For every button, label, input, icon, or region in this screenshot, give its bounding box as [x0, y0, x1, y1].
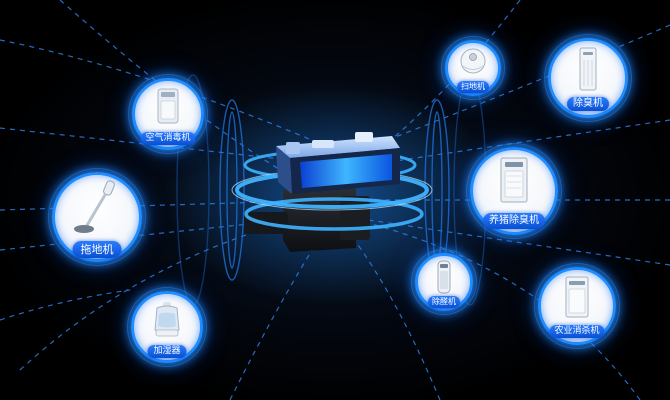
pig-farm-deodorizer-icon	[500, 157, 528, 203]
node-ring	[127, 287, 207, 367]
node-ring	[544, 34, 632, 122]
node-ring	[48, 168, 146, 266]
device-air-purifier[interactable]: 空气消毒机	[128, 74, 208, 154]
tower-deodorizer-icon	[579, 47, 597, 91]
device-robot-vacuum[interactable]: 扫地机	[441, 36, 505, 100]
bipolar-ionizer-module-icon	[231, 132, 433, 252]
device-stick-vacuum[interactable]: 拖地机	[48, 168, 146, 266]
device-formaldehyde-remover[interactable]: 除醛机	[411, 249, 477, 315]
node-ring	[534, 263, 620, 349]
node-ring	[441, 36, 505, 100]
device-pig-farm-deodorizer[interactable]: 养猪除臭机	[466, 143, 562, 239]
node-ring	[466, 143, 562, 239]
device-label: 养猪除臭机	[483, 213, 545, 229]
robot-vacuum-icon	[460, 48, 486, 74]
device-agricultural-sterilizer[interactable]: 农业消杀机	[534, 263, 620, 349]
device-label: 农业消杀机	[549, 325, 605, 338]
device-tower-deodorizer[interactable]: 除臭机	[544, 34, 632, 122]
node-ring	[128, 74, 208, 154]
agricultural-sterilizer-icon	[565, 276, 589, 318]
device-label: 加湿器	[147, 345, 187, 358]
device-label: 除臭机	[567, 97, 609, 111]
device-humidifier[interactable]: 加湿器	[127, 287, 207, 367]
air-purifier-icon	[157, 88, 179, 124]
formaldehyde-remover-icon	[437, 260, 451, 294]
node-ring	[411, 249, 477, 315]
device-label: 空气消毒机	[140, 132, 196, 145]
humidifier-icon	[154, 302, 180, 337]
device-label: 扫地机	[457, 81, 489, 93]
device-label: 拖地机	[72, 241, 122, 258]
stick-vacuum-icon	[74, 180, 115, 233]
device-label: 除醛机	[428, 296, 460, 308]
